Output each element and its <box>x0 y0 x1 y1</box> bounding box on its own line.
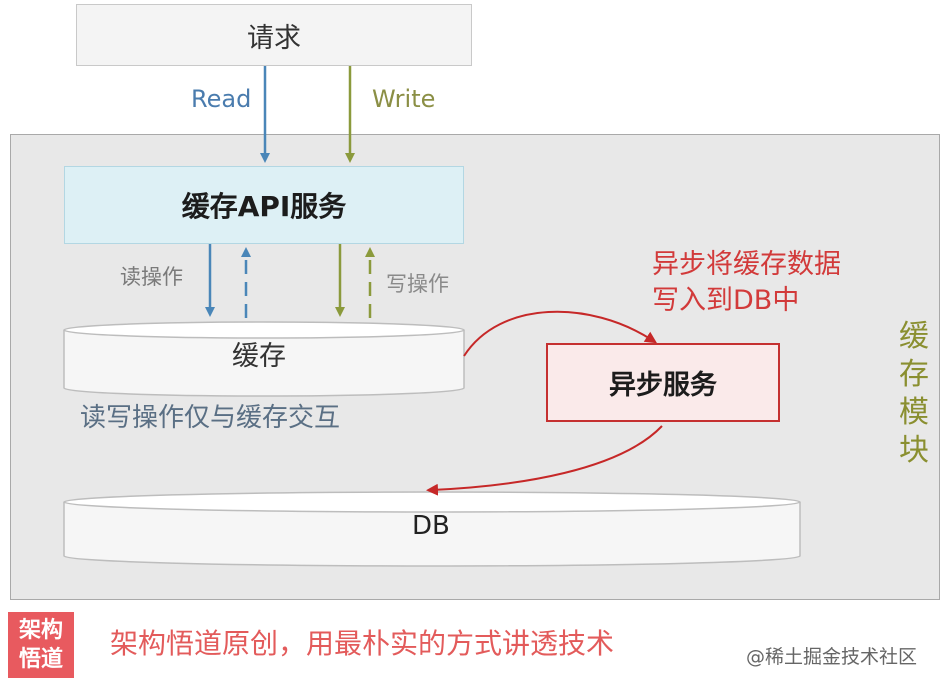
cache-api-service-box: 缓存API服务 <box>64 166 464 244</box>
watermark-text: @稀土掘金技术社区 <box>746 646 918 668</box>
read-label: Read <box>191 85 252 113</box>
cache-cylinder <box>63 321 465 397</box>
cache-to-async-arrow <box>463 310 658 357</box>
logo-line: 架构 <box>18 618 63 643</box>
module-label-char: 存 <box>899 357 929 392</box>
slogan-text: 架构悟道原创，用最朴实的方式讲透技术 <box>110 627 615 660</box>
read-op-label: 读操作 <box>120 265 183 289</box>
write-op-label: 写操作 <box>386 272 449 296</box>
async-to-db-arrow <box>426 425 663 496</box>
db-cylinder <box>63 491 801 567</box>
async-service-label: 异步服务 <box>609 370 717 401</box>
logo-line: 悟道 <box>18 647 63 672</box>
cache-note: 读写操作仅与缓存交互 <box>80 403 341 433</box>
brand-logo: 架构 悟道 <box>8 612 74 678</box>
write-label: Write <box>372 85 436 113</box>
module-label-char: 模 <box>899 395 929 430</box>
request-box: 请求 <box>76 4 472 66</box>
db-label: DB <box>412 511 450 541</box>
cache-module-label: 缓 存 模 块 <box>892 318 936 470</box>
module-label-char: 缓 <box>899 319 929 354</box>
async-write-note: 异步将缓存数据写入到DB中 <box>652 249 841 316</box>
cache-api-service-label: 缓存API服务 <box>181 190 347 223</box>
request-label: 请求 <box>247 22 301 54</box>
module-label-char: 块 <box>899 433 929 468</box>
async-service-box: 异步服务 <box>546 343 780 422</box>
cache-label: 缓存 <box>232 341 286 372</box>
